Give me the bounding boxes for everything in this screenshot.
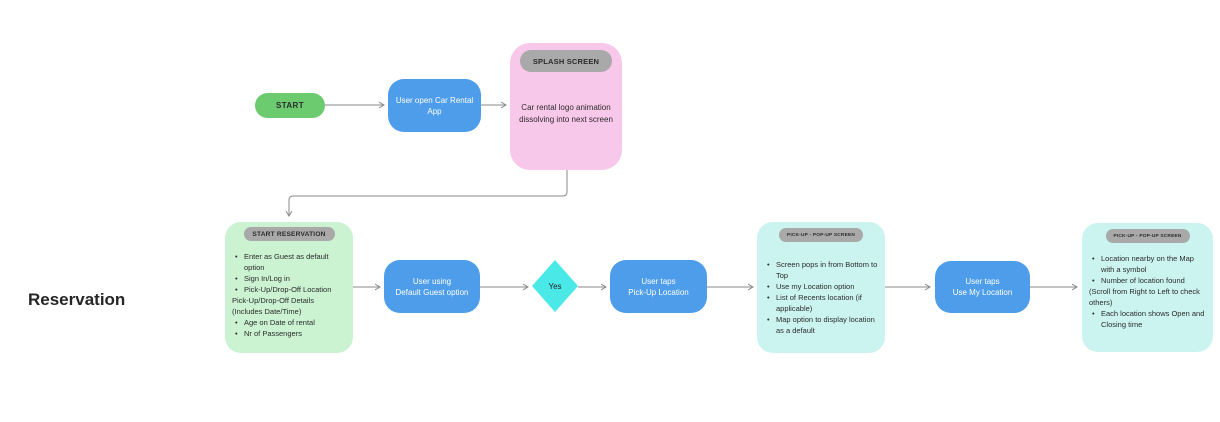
pickup-popup-title-1: PICK-UP - POP-UP SCREEN <box>786 232 856 238</box>
guest-option-node[interactable]: User using Default Guest option <box>384 260 480 313</box>
list-item: Nr of Passengers <box>232 328 346 339</box>
open-app-label: User open Car Rental App <box>395 95 474 116</box>
pickup-popup-title-pill-2: PICK-UP - POP-UP SCREEN <box>1105 229 1190 243</box>
decision-yes-node[interactable]: Yes <box>532 260 578 312</box>
list-item: Sign In/Log in <box>232 273 346 284</box>
decision-yes-label: Yes <box>548 281 562 291</box>
list-item: Use my Location option <box>764 281 878 292</box>
splash-screen-title-pill: SPLASH SCREEN <box>520 50 612 72</box>
pickup-popup-title-pill-1: PICK-UP - POP-UP SCREEN <box>779 228 863 242</box>
list-item: Number of location found <box>1089 275 1206 286</box>
list-item: Enter as Guest as default option <box>232 251 346 273</box>
start-reservation-node[interactable]: START RESERVATION Enter as Guest as defa… <box>225 222 353 353</box>
list-item: Age on Date of rental <box>232 317 346 328</box>
open-app-node[interactable]: User open Car Rental App <box>388 79 481 132</box>
list-item: Pick-Up/Drop-Off Details (Includes Date/… <box>232 296 314 316</box>
start-reservation-list: Enter as Guest as default optionSign In/… <box>225 251 353 339</box>
pickup-location-label: User taps Pick-Up Location <box>628 276 689 297</box>
list-item: Map option to display location as a defa… <box>764 314 878 336</box>
start-node[interactable]: START <box>255 93 325 118</box>
use-my-location-node[interactable]: User taps Use My Location <box>935 261 1030 313</box>
connector-splash-to-reservation <box>289 170 568 216</box>
pickup-popup-list-2: Location nearby on the Map with a symbol… <box>1082 253 1213 330</box>
pickup-popup-list-1: Screen pops in from Bottom to TopUse my … <box>757 259 885 336</box>
list-item: Screen pops in from Bottom to Top <box>764 259 878 281</box>
use-my-location-label: User taps Use My Location <box>952 277 1013 297</box>
pickup-popup-title-2: PICK-UP - POP-UP SCREEN <box>1113 233 1182 239</box>
splash-screen-node[interactable]: SPLASH SCREEN Car rental logo animation … <box>510 43 622 170</box>
list-item: Each location shows Open and Closing tim… <box>1089 308 1206 330</box>
splash-screen-body: Car rental logo animation dissolving int… <box>519 103 613 124</box>
start-reservation-title: START RESERVATION <box>252 230 326 238</box>
section-label-reservation: Reservation <box>28 290 126 309</box>
pickup-popup-screen-node-2[interactable]: PICK-UP - POP-UP SCREEN Location nearby … <box>1082 223 1213 352</box>
list-item: Location nearby on the Map with a symbol <box>1089 253 1206 275</box>
list-item: (Scroll from Right to Left to check othe… <box>1089 287 1200 307</box>
list-item: Pick-Up/Drop-Off Location <box>232 284 346 295</box>
guest-option-label: User using Default Guest option <box>395 276 469 297</box>
start-reservation-title-pill: START RESERVATION <box>243 227 335 241</box>
pickup-location-node[interactable]: User taps Pick-Up Location <box>610 260 707 313</box>
list-item: List of Recents location (if applicable) <box>764 292 878 314</box>
pickup-popup-screen-node-1[interactable]: PICK-UP - POP-UP SCREEN Screen pops in f… <box>757 222 885 353</box>
splash-screen-title: SPLASH SCREEN <box>532 56 600 66</box>
start-node-label: START <box>275 101 305 110</box>
